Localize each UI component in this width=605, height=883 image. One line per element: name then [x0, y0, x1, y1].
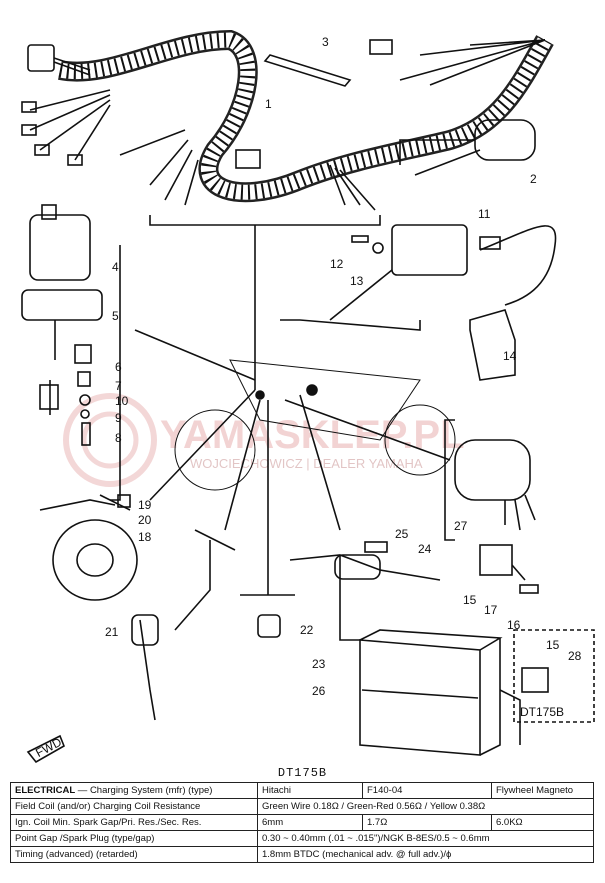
spec-value: Hitachi — [257, 782, 363, 799]
part-number: 8 — [115, 431, 122, 445]
part-number: 6 — [115, 360, 122, 374]
main-switch — [21, 204, 103, 415]
inset-rectifier — [521, 667, 549, 693]
part-number: 7 — [115, 379, 122, 393]
part-number: 19 — [138, 498, 152, 512]
part-number: 16 — [507, 618, 521, 632]
part-number: 9 — [115, 411, 122, 425]
part-number: 13 — [350, 274, 364, 288]
part-number: 18 — [138, 530, 152, 544]
battery — [289, 554, 521, 756]
part-number: 4 — [112, 260, 119, 274]
part-number: 21 — [105, 625, 119, 639]
flasher-relay — [454, 439, 536, 531]
inset-model-label: DT175B — [520, 705, 564, 719]
spec-row: Timing (advanced) (retarded) 1.8mm BTDC … — [10, 846, 594, 863]
spec-row: ELECTRICAL — Charging System (mfr) (type… — [10, 782, 594, 799]
neutral-switch — [257, 614, 281, 638]
spec-heading: ELECTRICAL — [15, 785, 76, 796]
part-number: 1 — [265, 97, 272, 111]
harness-bracket — [149, 215, 381, 226]
spec-row: Point Gap /Spark Plug (type/gap) 0.30 ~ … — [10, 830, 594, 847]
watermark: YAMASKLEP.PL WOJCIECHOWICZ | DEALER YAMA… — [63, 393, 465, 487]
part-number: 25 — [395, 527, 409, 541]
spec-row: Ign. Coil Min. Spark Gap/Pri. Res./Sec. … — [10, 814, 594, 831]
rectifier — [479, 544, 539, 594]
spec-label: Timing (advanced) (retarded) — [10, 846, 258, 863]
fwd-label: FWD — [33, 735, 64, 760]
part-number: 11 — [478, 207, 491, 221]
spec-label: Field Coil (and/or) Charging Coil Resist… — [10, 798, 258, 815]
spec-value: 0.30 ~ 0.40mm (.01 ~ .015")/NGK B-8ES/0.… — [257, 830, 594, 847]
part-number: 3 — [322, 35, 329, 49]
lamp-lead — [131, 540, 211, 721]
wiring-diagram: YAMASKLEP.PL WOJCIECHOWICZ | DEALER YAMA… — [21, 29, 595, 764]
spec-value: Green Wire 0.18Ω / Green-Red 0.56Ω / Yel… — [257, 798, 594, 815]
switch-bracket — [110, 245, 121, 501]
part-number: 14 — [503, 349, 517, 363]
horn — [39, 494, 138, 601]
part-number: 24 — [418, 542, 432, 556]
part-number: 15 — [546, 638, 560, 652]
part-number: 23 — [312, 657, 326, 671]
part-number: 22 — [300, 623, 314, 637]
spec-value: 1.7Ω — [362, 814, 492, 831]
spec-value: 6mm — [257, 814, 363, 831]
small-parts — [74, 344, 92, 446]
spec-row: Field Coil (and/or) Charging Coil Resist… — [10, 798, 594, 815]
part-number: 17 — [484, 603, 498, 617]
spec-value: 1.8mm BTDC (mechanical adv. @ full adv.)… — [257, 846, 594, 863]
condenser-2 — [399, 119, 536, 176]
spark-plug-cap — [469, 309, 516, 381]
fuse-holder — [334, 541, 388, 580]
part-number: 26 — [312, 684, 326, 698]
frame-sketch — [174, 359, 456, 491]
part-number: 12 — [330, 257, 344, 271]
watermark-sub: WOJCIECHOWICZ | DEALER YAMAHA — [190, 456, 423, 471]
cable-tie — [263, 54, 352, 87]
figure-caption: DT175B — [277, 766, 328, 780]
spec-value: 6.0KΩ — [491, 814, 594, 831]
spec-value: F140-04 — [362, 782, 492, 799]
ignition-coil — [329, 224, 557, 321]
part-number: 2 — [530, 172, 537, 186]
spec-table: ELECTRICAL — Charging System (mfr) (type… — [10, 782, 594, 863]
fwd-arrow — [26, 734, 66, 764]
coil-bracket — [280, 319, 421, 331]
part-number: 5 — [112, 309, 119, 323]
spec-value: Flywheel Magneto — [491, 782, 594, 799]
spec-label: — Charging System (mfr) (type) — [75, 785, 213, 796]
part-number: 27 — [454, 519, 468, 533]
wire-harness — [21, 29, 554, 211]
flasher-bracket — [444, 419, 455, 541]
part-number: 10 — [115, 394, 129, 408]
part-number: 20 — [138, 513, 152, 527]
inset-box — [513, 629, 595, 723]
part-number: 15 — [463, 593, 477, 607]
spec-label: Ign. Coil Min. Spark Gap/Pri. Res./Sec. … — [10, 814, 258, 831]
spec-label: Point Gap /Spark Plug (type/gap) — [10, 830, 258, 847]
part-number: 28 — [568, 649, 582, 663]
